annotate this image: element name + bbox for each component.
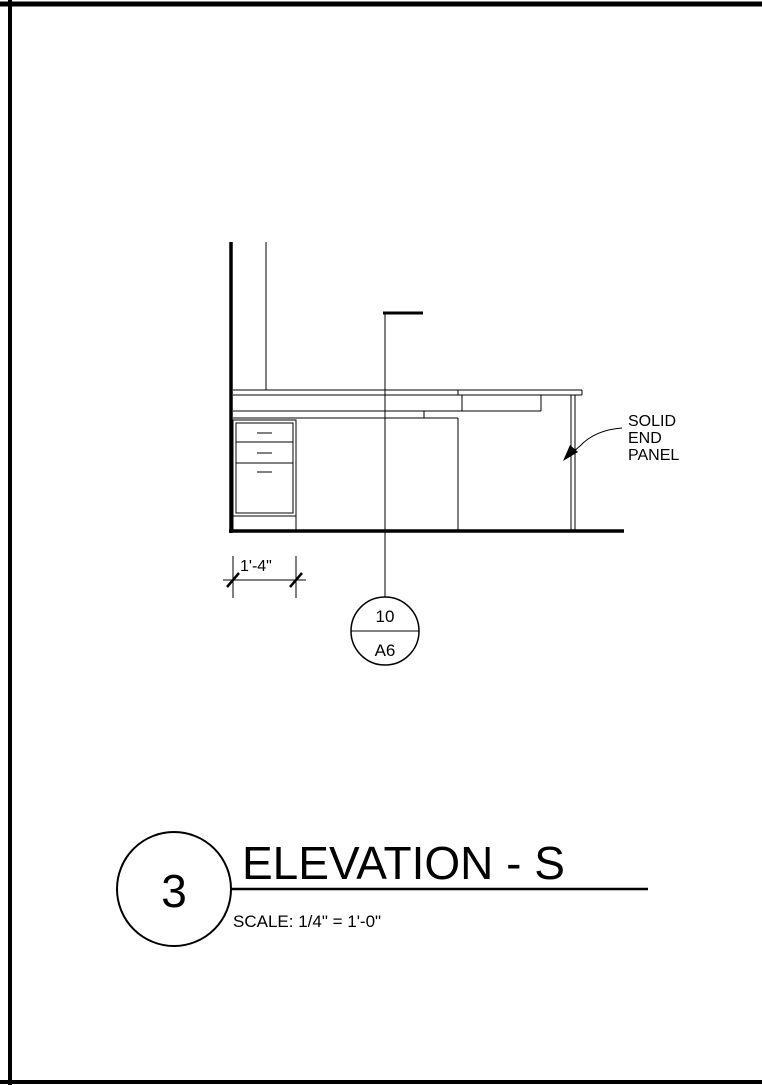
drawer-pedestal <box>232 419 297 532</box>
section-detail-number: 10 <box>376 607 395 626</box>
view-title-block: 3 ELEVATION - S SCALE: 1/4" = 1'-0" <box>116 831 648 947</box>
leader-line <box>565 427 623 459</box>
view-scale: SCALE: 1/4" = 1'-0" <box>233 912 381 931</box>
pencil-drawer <box>461 395 542 412</box>
callout-label-line2: END <box>628 430 662 447</box>
leader-arrowhead <box>563 445 578 461</box>
dimension-text: 1'-4" <box>240 558 272 575</box>
callout-label-line1: SOLID <box>628 413 676 430</box>
solid-end-panel <box>570 395 576 531</box>
apron <box>233 410 462 419</box>
dimension-string <box>223 556 306 598</box>
callout-label-line3: PANEL <box>628 447 679 464</box>
end-panel-callout: SOLID END PANEL <box>563 413 679 464</box>
section-sheet-number: A6 <box>375 641 396 660</box>
dimension-tick-right <box>289 572 303 588</box>
view-number: 3 <box>161 865 187 917</box>
section-marker: 10 A6 <box>350 596 420 666</box>
dimension-tick-left <box>226 572 240 588</box>
view-title: ELEVATION - S <box>242 837 565 889</box>
casework-elevation <box>229 242 624 598</box>
countertop <box>233 389 583 396</box>
